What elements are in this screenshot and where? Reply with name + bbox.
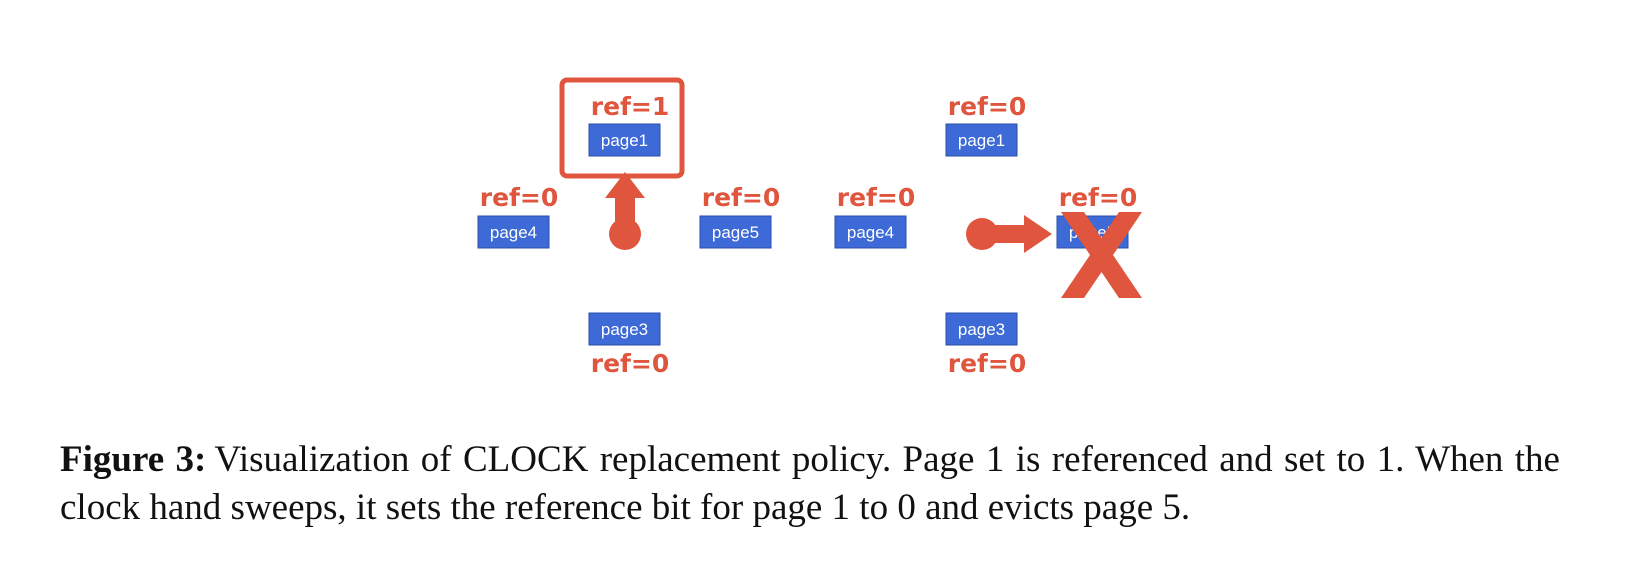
left-page4-label: page4 (490, 223, 537, 242)
right-page4-box (834, 215, 907, 249)
left-clock: ref=1 page1 ref=0 page4 ref=0 page5 page… (477, 77, 781, 378)
right-clock: ref=0 page1 ref=0 page4 ref=0 page5 page… (834, 92, 1142, 378)
right-page3-box (945, 312, 1018, 346)
figure-label: Figure 3: (60, 439, 207, 480)
clock-hand-icon (605, 172, 645, 250)
left-page1-box (588, 123, 661, 157)
left-page3-label: page3 (601, 320, 648, 339)
figure-caption: Figure 3:Visualization of CLOCK replacem… (60, 436, 1560, 532)
left-page4-box (477, 215, 550, 249)
left-page5-box (699, 215, 772, 249)
evict-x-icon (1061, 212, 1142, 298)
left-page3-ref: ref=0 (591, 349, 670, 378)
right-page3-label: page3 (958, 320, 1005, 339)
right-page4-label: page4 (847, 223, 894, 242)
left-page1-label: page1 (601, 131, 648, 150)
right-page4-ref: ref=0 (837, 183, 916, 212)
figure-caption-text: Visualization of CLOCK replacement polic… (60, 439, 1560, 528)
clock-diagram: ref=1 page1 ref=0 page4 ref=0 page5 page… (477, 77, 1142, 378)
right-page3-ref: ref=0 (948, 349, 1027, 378)
left-page1-ref: ref=1 (591, 92, 670, 121)
left-page4-ref: ref=0 (480, 183, 559, 212)
right-page1-label: page1 (958, 131, 1005, 150)
clock-hand-icon (966, 215, 1052, 253)
left-page3-box (588, 312, 661, 346)
right-page1-box (945, 123, 1018, 157)
left-page5-ref: ref=0 (702, 183, 781, 212)
right-page5-ref: ref=0 (1059, 183, 1138, 212)
left-page5-label: page5 (712, 223, 759, 242)
right-page1-ref: ref=0 (948, 92, 1027, 121)
